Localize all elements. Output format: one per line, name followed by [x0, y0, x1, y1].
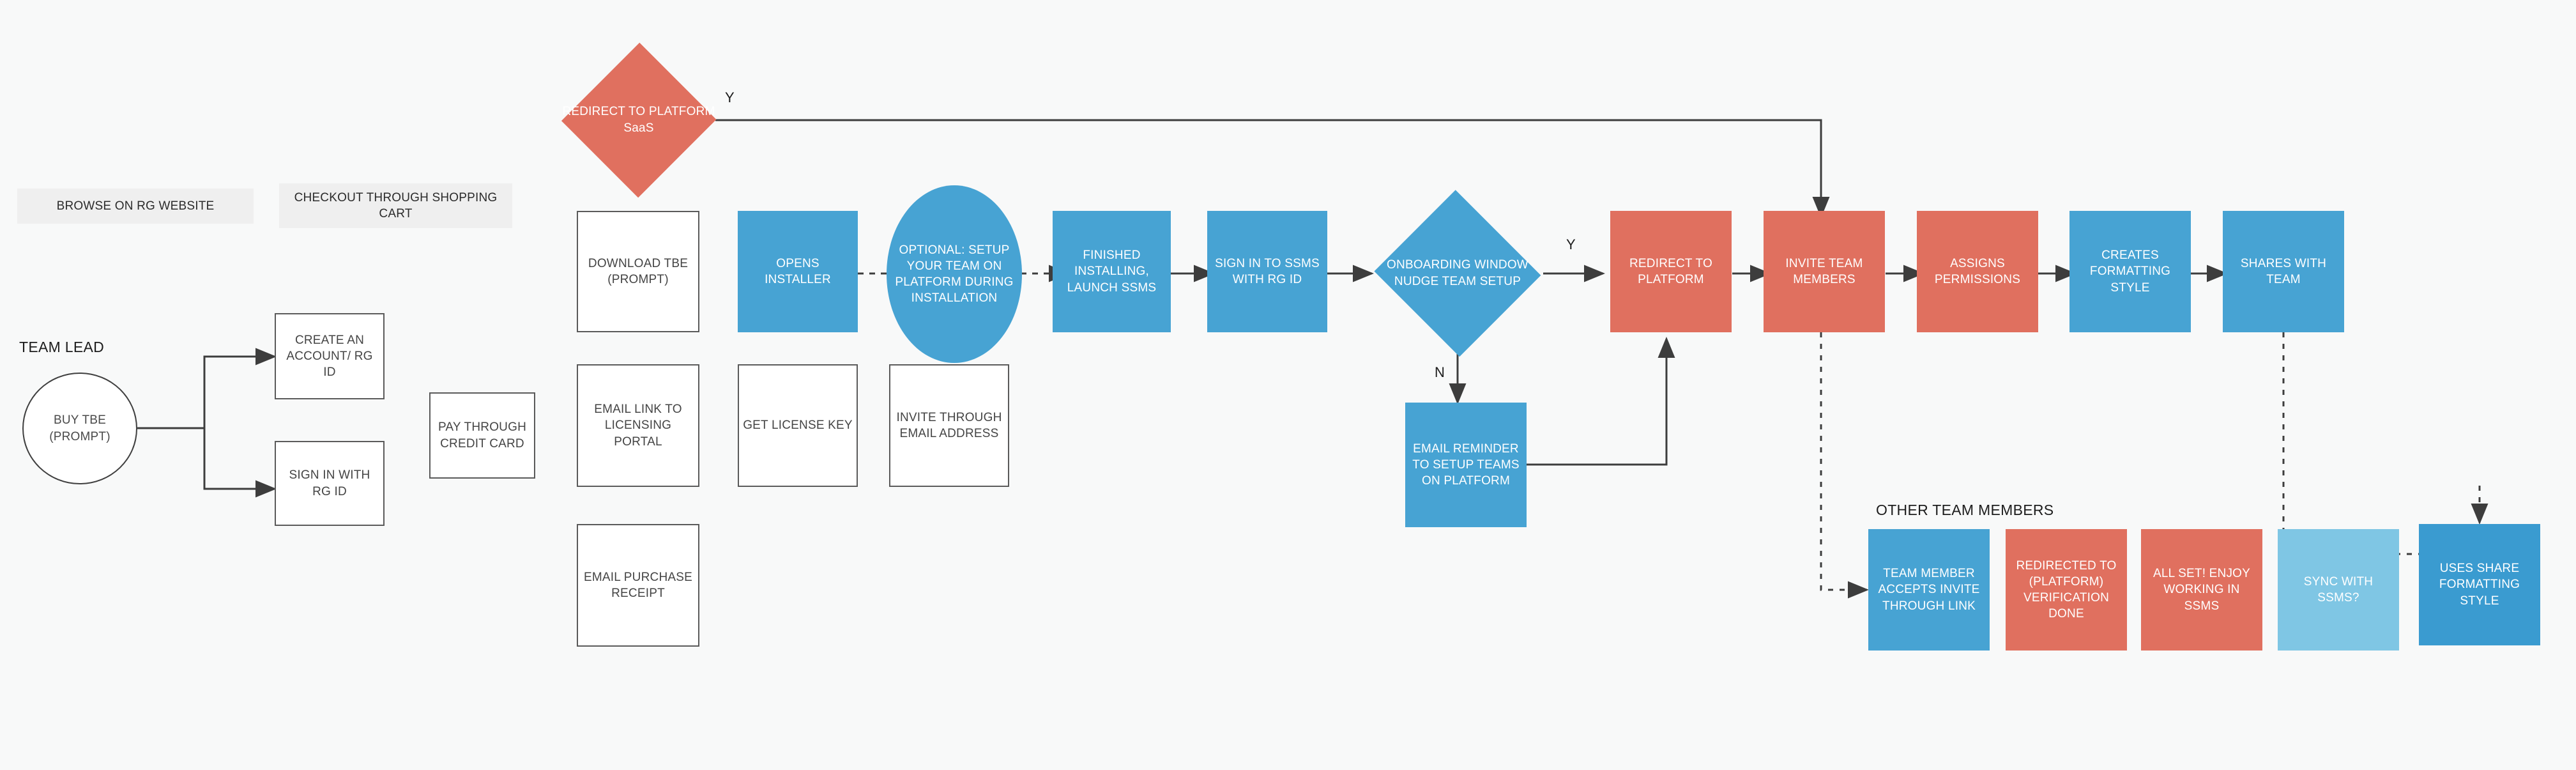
node-label-team-member-accepts-invite: TEAM MEMBER ACCEPTS INVITE THROUGH LINK: [1878, 567, 1980, 613]
edge-invite-team-to-team-member-accepts: [1820, 332, 1869, 599]
node-label-optional-setup-your-team: OPTIONAL: SETUP YOUR TEAM ON PLATFORM DU…: [895, 243, 1014, 305]
node-finished-installing-launch-ssms[interactable]: FINISHED INSTALLING, LAUNCH SSMS: [1053, 211, 1171, 332]
node-label-browse-on-rg-website: BROWSE ON RG WEBSITE: [56, 199, 215, 213]
node-buy-tbe-prompt[interactable]: BUY TBE (PROMPT): [22, 373, 137, 484]
node-email-reminder-to-setup-teams[interactable]: EMAIL REMINDER TO SETUP TEAMS ON PLATFOR…: [1405, 403, 1527, 527]
node-team-member-accepts-invite[interactable]: TEAM MEMBER ACCEPTS INVITE THROUGH LINK: [1868, 529, 1990, 651]
node-redirected-to-platform-verification-done[interactable]: REDIRECTED TO (PLATFORM) VERIFICATION DO…: [2006, 529, 2127, 651]
node-label-checkout-through-shopping-cart: CHECKOUT THROUGH SHOPPING CART: [294, 190, 498, 220]
node-label-invite-through-email-address: INVITE THROUGH EMAIL ADDRESS: [896, 410, 1002, 440]
edge-shares-with-team-elbow: [2282, 332, 2481, 555]
lane-title-other-team-members: OTHER TEAM MEMBERS: [1876, 502, 2054, 518]
node-get-license-key[interactable]: GET LICENSE KEY: [738, 364, 858, 487]
node-label-onboarding-window-nudge-team-setup: ONBOARDING WINDOW NUDGE TEAM SETUP: [1387, 258, 1528, 288]
node-label-email-link-to-licensing-portal: EMAIL LINK TO LICENSING PORTAL: [594, 403, 682, 449]
node-sign-in-with-rg-id[interactable]: SIGN IN WITH RG ID: [275, 441, 385, 526]
node-label-redirect-to-platform-saas: REDIRECT TO PLATFORM SaaS: [562, 105, 715, 135]
node-browse-on-rg-website[interactable]: BROWSE ON RG WEBSITE: [17, 189, 254, 224]
node-label-sign-in-with-rg-id: SIGN IN WITH RG ID: [289, 468, 370, 498]
node-label-creates-formatting-style: CREATES FORMATTING STYLE: [2089, 249, 2171, 295]
node-onboarding-window-nudge-team-setup[interactable]: ONBOARDING WINDOW NUDGE TEAM SETUP: [1372, 189, 1543, 357]
node-checkout-through-shopping-cart[interactable]: CHECKOUT THROUGH SHOPPING CART: [279, 183, 512, 228]
node-redirect-to-platform[interactable]: REDIRECT TO PLATFORM: [1610, 211, 1732, 332]
node-download-tbe-prompt[interactable]: DOWNLOAD TBE (PROMPT): [577, 211, 699, 332]
node-label-buy-tbe-prompt: BUY TBE (PROMPT): [49, 413, 111, 443]
node-optional-setup-your-team[interactable]: OPTIONAL: SETUP YOUR TEAM ON PLATFORM DU…: [887, 185, 1022, 363]
node-label-redirected-to-platform-verification-done: REDIRECTED TO (PLATFORM) VERIFICATION DO…: [2016, 558, 2117, 621]
edge-label-redirect-yes: Y: [725, 89, 735, 105]
lane-title-team-lead: TEAM LEAD: [19, 339, 105, 355]
node-label-sync-with-ssms: SYNC WITH SSMS?: [2303, 574, 2374, 604]
node-label-sign-in-to-ssms-with-rg-id: SIGN IN TO SSMS WITH RG ID: [1215, 256, 1320, 286]
node-invite-team-members[interactable]: INVITE TEAM MEMBERS: [1764, 211, 1885, 332]
node-pay-through-credit-card[interactable]: PAY THROUGH CREDIT CARD: [429, 392, 535, 479]
node-opens-installer[interactable]: OPENS INSTALLER: [738, 211, 858, 332]
node-creates-formatting-style[interactable]: CREATES FORMATTING STYLE: [2069, 211, 2191, 332]
edge-label-onboarding-no: N: [1435, 364, 1445, 380]
node-invite-through-email-address[interactable]: INVITE THROUGH EMAIL ADDRESS: [889, 364, 1009, 487]
node-label-uses-share-formatting-style: USES SHARE FORMATTING STYLE: [2439, 562, 2520, 608]
node-label-redirect-to-platform: REDIRECT TO PLATFORM: [1629, 256, 1712, 286]
edge-redirect-saas-yes-to-invite-team: [715, 119, 1830, 218]
node-label-email-purchase-receipt: EMAIL PURCHASE RECEIPT: [584, 570, 692, 600]
edge-buytbe-to-signin: [203, 428, 277, 498]
node-label-pay-through-credit-card: PAY THROUGH CREDIT CARD: [438, 420, 527, 450]
node-label-opens-installer: OPENS INSTALLER: [765, 256, 831, 286]
node-create-an-account-rg-id[interactable]: CREATE AN ACCOUNT/ RG ID: [275, 313, 385, 399]
node-redirect-to-platform-saas[interactable]: REDIRECT TO PLATFORM SaaS: [561, 42, 717, 198]
node-label-email-reminder-to-setup-teams: EMAIL REMINDER TO SETUP TEAMS ON PLATFOR…: [1412, 442, 1520, 488]
node-all-set-enjoy-working-in-ssms[interactable]: ALL SET! ENJOY WORKING IN SSMS: [2141, 529, 2262, 651]
edge-buytbe-to-create-account: [203, 348, 277, 428]
node-label-invite-team-members: INVITE TEAM MEMBERS: [1785, 256, 1863, 286]
node-label-get-license-key: GET LICENSE KEY: [743, 419, 853, 433]
node-label-finished-installing-launch-ssms: FINISHED INSTALLING, LAUNCH SSMS: [1067, 249, 1157, 295]
node-label-assigns-permissions: ASSIGNS PERMISSIONS: [1934, 256, 2021, 286]
node-label-download-tbe-prompt: DOWNLOAD TBE (PROMPT): [588, 256, 689, 286]
node-email-purchase-receipt[interactable]: EMAIL PURCHASE RECEIPT: [577, 524, 699, 647]
node-label-all-set-enjoy-working-in-ssms: ALL SET! ENJOY WORKING IN SSMS: [2153, 567, 2251, 613]
edge-email-reminder-to-redirect-platform: [1526, 337, 1675, 466]
edge-label-onboarding-yes: Y: [1566, 236, 1576, 252]
node-sign-in-to-ssms-with-rg-id[interactable]: SIGN IN TO SSMS WITH RG ID: [1207, 211, 1327, 332]
node-sync-with-ssms[interactable]: SYNC WITH SSMS?: [2278, 529, 2399, 651]
node-email-link-to-licensing-portal[interactable]: EMAIL LINK TO LICENSING PORTAL: [577, 364, 699, 487]
node-label-shares-with-team: SHARES WITH TEAM: [2240, 256, 2327, 286]
node-label-create-an-account-rg-id: CREATE AN ACCOUNT/ RG ID: [286, 333, 373, 380]
node-uses-share-formatting-style[interactable]: USES SHARE FORMATTING STYLE: [2419, 524, 2540, 645]
node-assigns-permissions[interactable]: ASSIGNS PERMISSIONS: [1917, 211, 2038, 332]
node-shares-with-team[interactable]: SHARES WITH TEAM: [2223, 211, 2344, 332]
